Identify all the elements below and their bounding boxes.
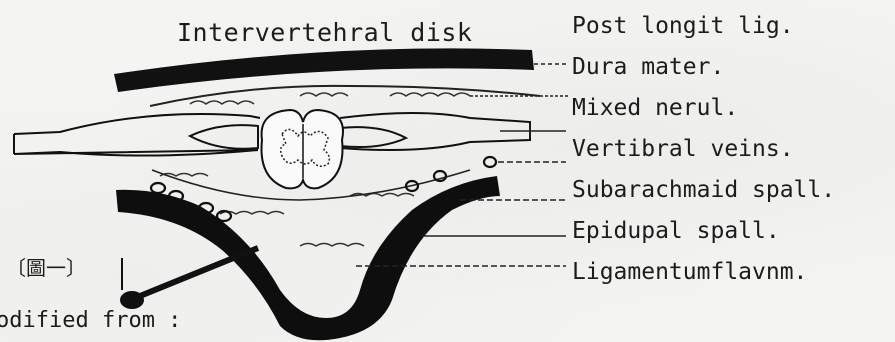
right-nerve-root (340, 127, 406, 147)
left-nerve-root (190, 125, 258, 149)
vein-oval (484, 157, 496, 167)
needle-hub (120, 291, 144, 309)
needle-shaft (140, 248, 258, 296)
ligamentum-flavum-band (116, 176, 500, 340)
dura-wave-line (190, 93, 470, 104)
leader-lines (356, 64, 568, 266)
vein-oval (151, 183, 165, 193)
